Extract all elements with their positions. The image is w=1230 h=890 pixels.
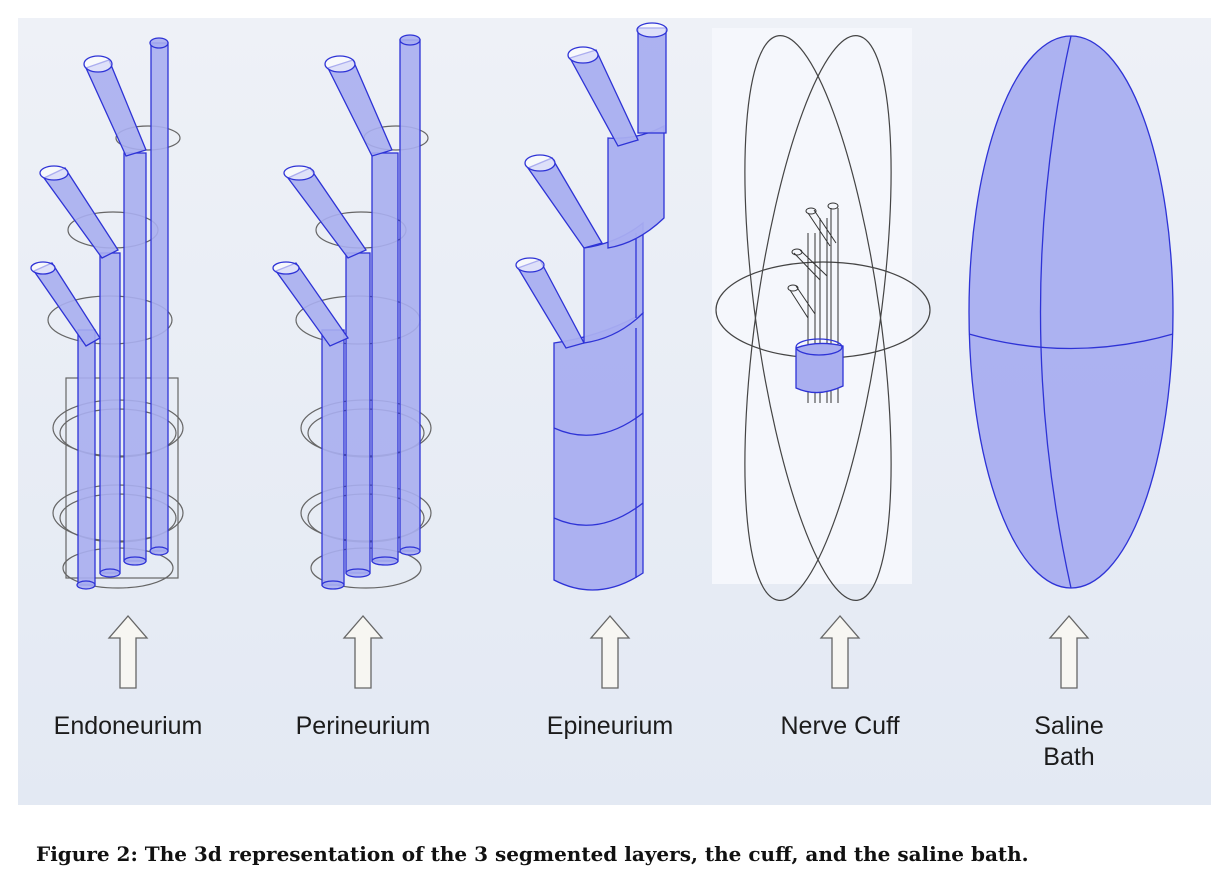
label-perineurium: Perineurium: [295, 712, 431, 740]
label-nerve-cuff: Nerve Cuff: [780, 712, 900, 740]
saline-bath-model: [968, 35, 1174, 589]
label-saline-bath: Saline Bath: [969, 711, 1169, 773]
arrow-up-perineurium: [342, 615, 384, 689]
label-endoneurium: Endoneurium: [53, 712, 203, 740]
label-saline-line1: Saline: [1034, 712, 1104, 740]
arrow-up-epineurium: [589, 615, 631, 689]
figure-panel: Endoneurium Perineurium Epineurium Nerve…: [18, 18, 1211, 805]
arrow-up-endoneurium: [107, 615, 149, 689]
endoneurium-model: [30, 37, 184, 590]
epineurium-model: [515, 22, 668, 591]
label-epineurium: Epineurium: [546, 712, 674, 740]
perineurium-model: [272, 34, 432, 590]
arrow-up-nerve-cuff: [819, 615, 861, 689]
nerve-cuff-model: [715, 35, 931, 601]
arrow-up-saline-bath: [1048, 615, 1090, 689]
label-saline-line2: Bath: [1043, 743, 1095, 771]
figure-svg: [30, 22, 1174, 689]
figure-caption: Figure 2: The 3d representation of the 3…: [36, 842, 1029, 866]
